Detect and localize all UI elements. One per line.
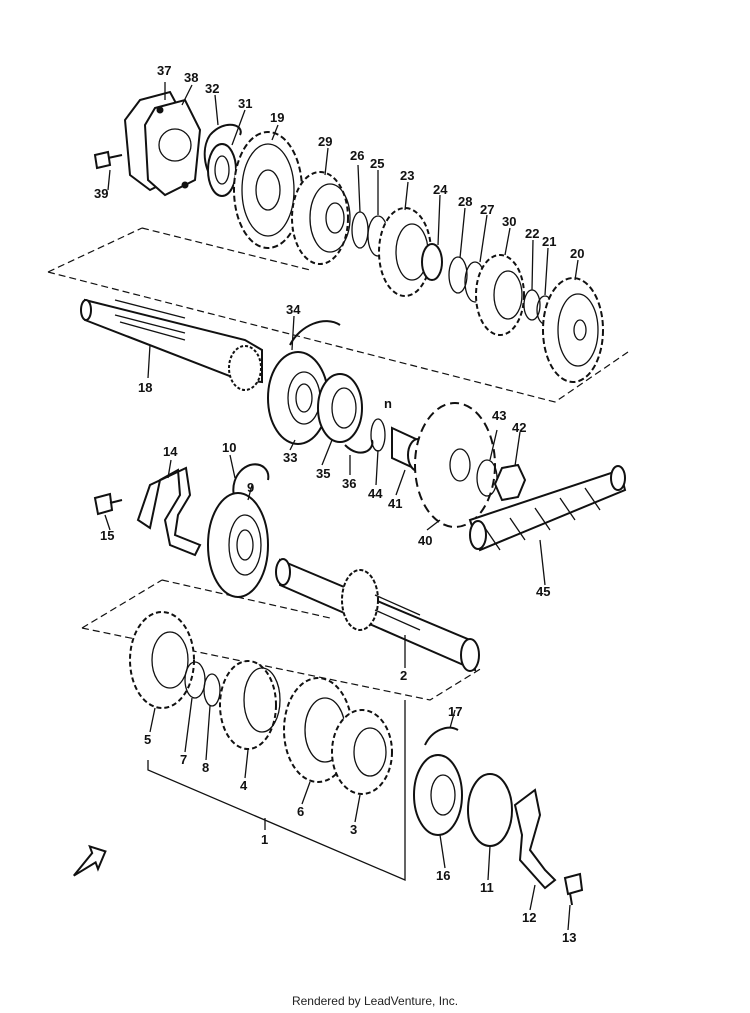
countershaft-18 xyxy=(80,298,263,391)
label-20: 20 xyxy=(570,246,584,261)
leader-lines xyxy=(104,82,579,931)
label-29: 29 xyxy=(318,134,332,149)
sprocket-40 xyxy=(414,402,496,528)
label-23: 23 xyxy=(400,168,414,183)
label-26: 26 xyxy=(350,148,364,163)
plate-12 xyxy=(513,788,557,890)
label-15: 15 xyxy=(100,528,114,543)
gear-20 xyxy=(542,277,604,383)
label-17: 17 xyxy=(448,704,462,719)
lower-group-dash-box xyxy=(81,579,483,701)
circlip-10 xyxy=(232,463,270,506)
label-45: 45 xyxy=(536,584,550,599)
label-7: 7 xyxy=(180,752,187,767)
label-25: 25 xyxy=(370,156,384,171)
label-37: 37 xyxy=(157,63,171,78)
label-44: 44 xyxy=(368,486,383,501)
label-43: 43 xyxy=(492,408,506,423)
bearing-retainer-14 xyxy=(136,466,202,557)
gear-29 xyxy=(291,171,351,265)
label-22: 22 xyxy=(525,226,539,241)
label-34: 34 xyxy=(286,302,301,317)
label-41: 41 xyxy=(388,496,402,511)
label-38: 38 xyxy=(184,70,198,85)
label-32: 32 xyxy=(205,81,219,96)
label-33: 33 xyxy=(283,450,297,465)
upper-group-dash-box xyxy=(47,227,629,403)
circlip-34 xyxy=(289,320,341,346)
gear-5 xyxy=(129,611,195,709)
bushing-24 xyxy=(421,243,443,281)
label-11: 11 xyxy=(480,880,494,895)
gear-4 xyxy=(219,660,281,750)
label-18: 18 xyxy=(138,380,152,395)
label-21: 21 xyxy=(542,234,556,249)
render-credit: Rendered by LeadVenture, Inc. xyxy=(291,994,459,1008)
screw-13 xyxy=(563,872,584,906)
gasket-38 xyxy=(143,98,202,197)
label-16: 16 xyxy=(436,868,450,883)
label-24: 24 xyxy=(433,182,448,197)
label-19: 19 xyxy=(270,110,284,125)
gear-30 xyxy=(475,254,525,336)
washer-28 xyxy=(448,256,468,294)
label-27: 27 xyxy=(480,202,494,217)
label-1: 1 xyxy=(261,832,268,847)
forward-arrow-icon xyxy=(73,844,107,877)
nut-42 xyxy=(493,463,527,502)
circlip-8 xyxy=(203,673,221,707)
label-31: 31 xyxy=(238,96,252,111)
label-6: 6 xyxy=(297,804,304,819)
cover-11 xyxy=(467,773,513,847)
driveshaft-2 xyxy=(275,558,480,672)
drive-chain-45 xyxy=(468,465,627,552)
label-8: 8 xyxy=(202,760,209,775)
gear-19 xyxy=(233,131,303,249)
label-12: 12 xyxy=(522,910,536,925)
bolt-39 xyxy=(93,150,123,170)
bearing-31 xyxy=(207,143,237,197)
label-36: 36 xyxy=(342,476,356,491)
label-4: 4 xyxy=(240,778,248,793)
label-9: 9 xyxy=(247,480,254,495)
label-13: 13 xyxy=(562,930,576,945)
label-28: 28 xyxy=(458,194,472,209)
bearing-9 xyxy=(207,492,269,598)
assembly-1-bracket xyxy=(147,700,406,881)
label-10: 10 xyxy=(222,440,236,455)
label-14: 14 xyxy=(163,444,178,459)
label-2: 2 xyxy=(400,668,407,683)
washer-36 xyxy=(344,439,374,454)
washer-26 xyxy=(351,211,369,249)
screw-15 xyxy=(93,492,123,516)
label-35: 35 xyxy=(316,466,330,481)
circlip-17 xyxy=(424,726,459,746)
label-40: 40 xyxy=(418,533,432,548)
label-5: 5 xyxy=(144,732,151,747)
washer-7 xyxy=(184,661,206,699)
o-ring-44 xyxy=(370,418,386,452)
bearing-16 xyxy=(413,754,463,836)
label-42: 42 xyxy=(512,420,526,435)
label-n: n xyxy=(384,396,392,411)
label-39: 39 xyxy=(94,186,108,201)
label-30: 30 xyxy=(502,214,516,229)
gear-3 xyxy=(331,709,393,795)
label-3: 3 xyxy=(350,822,357,837)
part-number-labels: 37 38 32 31 19 39 29 26 25 23 24 28 27 3… xyxy=(94,63,584,945)
